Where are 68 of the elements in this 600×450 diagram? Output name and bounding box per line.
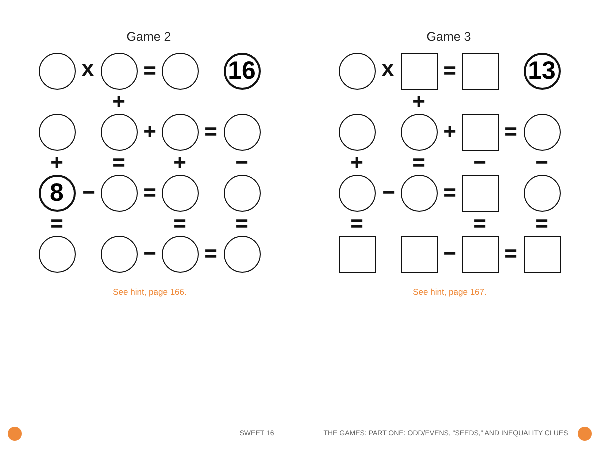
answer-circle (400, 114, 438, 150)
answer-square (462, 114, 498, 150)
answer-circle (162, 52, 198, 90)
answer-circle (224, 236, 260, 272)
operator-sign: = (174, 213, 186, 235)
clue-number-circle: 13 (524, 52, 560, 90)
operator-sign: + (144, 121, 156, 143)
answer-square (524, 236, 560, 272)
operator-sign: + (412, 91, 426, 113)
operator-sign: + (350, 152, 364, 174)
operator-sign: = (144, 60, 156, 82)
operator-sign: − (536, 152, 548, 174)
game-title: Game 3 (426, 30, 472, 44)
answer-circle (100, 236, 138, 272)
answer-circle (162, 114, 198, 150)
operator-sign: = (112, 152, 126, 174)
operator-sign: − (444, 243, 456, 265)
game-title: Game 2 (126, 30, 172, 44)
operator-sign: = (236, 213, 248, 235)
answer-circle (338, 114, 376, 150)
clue-number-circle: 16 (224, 52, 260, 90)
answer-circle (100, 174, 138, 212)
operator-sign: + (50, 152, 64, 174)
answer-circle (100, 52, 138, 90)
answer-circle (38, 236, 76, 272)
operator-sign: x (382, 58, 394, 80)
answer-circle (338, 174, 376, 212)
answer-circle (162, 174, 198, 212)
operator-sign: − (236, 152, 248, 174)
answer-circle (38, 114, 76, 150)
answer-square (462, 52, 498, 90)
operator-sign: − (382, 182, 396, 204)
answer-square (400, 236, 438, 272)
operator-sign: + (174, 152, 186, 174)
operator-sign: = (50, 213, 64, 235)
hint-note: See hint, page 166. (113, 288, 187, 296)
answer-circle (162, 236, 198, 272)
answer-circle (38, 52, 76, 90)
operator-sign: = (204, 121, 218, 143)
answer-circle (338, 52, 376, 90)
answer-square (338, 236, 376, 272)
operator-sign: + (444, 121, 456, 143)
answer-circle (400, 174, 438, 212)
operator-sign: − (474, 152, 486, 174)
answer-circle (524, 174, 560, 212)
operator-sign: = (504, 243, 518, 265)
operator-sign: = (350, 213, 364, 235)
answer-square (462, 236, 498, 272)
answer-circle (224, 174, 260, 212)
answer-circle (524, 114, 560, 150)
operator-sign: = (504, 121, 518, 143)
answer-square (462, 174, 498, 212)
answer-circle (100, 114, 138, 150)
operator-sign: = (144, 182, 156, 204)
operator-sign: = (444, 60, 456, 82)
hint-note: See hint, page 167. (413, 288, 487, 296)
operator-sign: = (474, 213, 486, 235)
operator-sign: = (204, 243, 218, 265)
answer-square (400, 52, 438, 90)
operator-sign: = (412, 152, 426, 174)
operator-sign: = (444, 182, 456, 204)
operator-sign: x (82, 58, 94, 80)
clue-number-circle: 8 (38, 174, 76, 212)
operator-sign: − (144, 243, 156, 265)
operator-sign: + (112, 91, 126, 113)
operator-sign: = (536, 213, 548, 235)
operator-sign: − (82, 182, 96, 204)
answer-circle (224, 114, 260, 150)
